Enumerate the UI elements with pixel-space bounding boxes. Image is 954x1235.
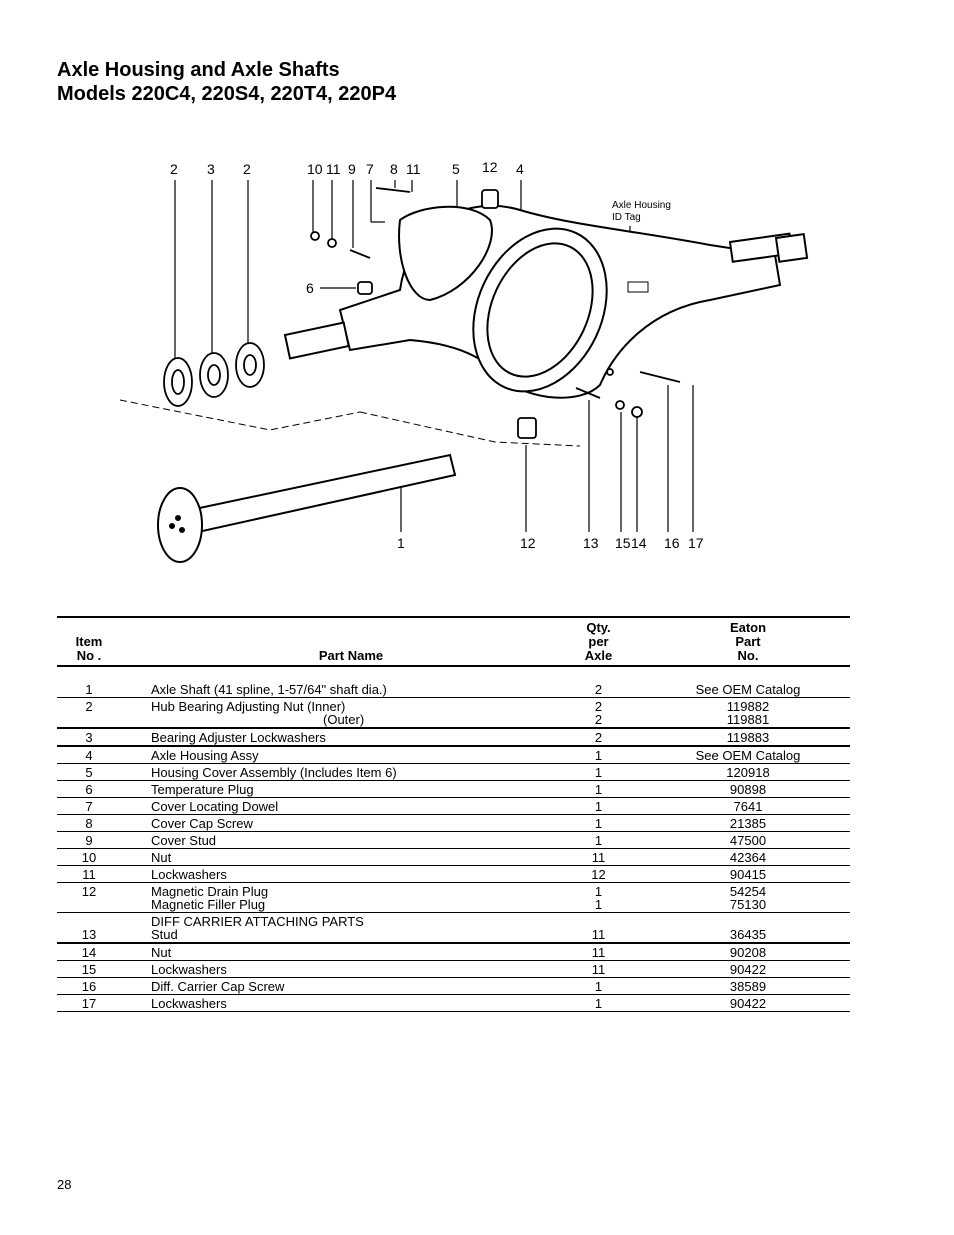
table-header-row: Item No . Part Name Qty. per Axle Eaton … <box>57 616 850 667</box>
callout-3: 3 <box>207 161 215 177</box>
callout-2b: 2 <box>243 161 251 177</box>
header-part-name: Part Name <box>121 616 551 667</box>
table-row: 7 Cover Locating Dowel 1 7641 <box>57 797 850 815</box>
callout-11a: 11 <box>326 161 341 177</box>
table-row: 9 Cover Stud 1 47500 <box>57 831 850 849</box>
table-row: 1 Axle Shaft (41 spline, 1-57/64" shaft … <box>57 666 850 698</box>
title-line-1: Axle Housing and Axle Shafts <box>57 59 340 81</box>
callout-16: 16 <box>664 535 680 551</box>
callout-15: 15 <box>615 535 631 551</box>
table-row: 15 Lockwashers 11 90422 <box>57 960 850 978</box>
callout-2a: 2 <box>170 161 178 177</box>
table-row: 10 Nut 11 42364 <box>57 848 850 866</box>
callout-17: 17 <box>688 535 704 551</box>
table-row: 3 Bearing Adjuster Lockwashers 2 119883 <box>57 728 850 747</box>
axle-housing-body <box>283 204 809 399</box>
table-row: 17 Lockwashers 1 90422 <box>57 994 850 1012</box>
tag-label-line-1: Axle Housing <box>612 200 671 211</box>
callout-1: 1 <box>397 535 405 551</box>
header-part-no: Eaton Part No. <box>646 616 850 667</box>
page-number: 28 <box>57 1177 72 1192</box>
callout-4: 4 <box>516 161 524 177</box>
callout-10: 10 <box>307 161 323 177</box>
axle-housing-illustration: 2 3 2 10 11 9 7 8 11 5 12 4 6 Axle Housi… <box>119 159 809 563</box>
table-row: 5 Housing Cover Assembly (Includes Item … <box>57 763 850 781</box>
table-row: 11 Lockwashers 12 90415 <box>57 865 850 883</box>
table-row: 2 Hub Bearing Adjusting Nut (Inner)(Oute… <box>57 697 850 729</box>
callout-11b: 11 <box>406 161 421 177</box>
page-title: Axle Housing and Axle Shafts Models 220C… <box>57 58 396 106</box>
callout-13: 13 <box>583 535 599 551</box>
header-item-no: Item No . <box>57 616 121 667</box>
callout-5: 5 <box>452 161 460 177</box>
callout-9: 9 <box>348 161 356 177</box>
bearing-nuts-and-washers <box>163 187 681 439</box>
table-row: 4 Axle Housing Assy 1 See OEM Catalog <box>57 746 850 764</box>
table-row: 6 Temperature Plug 1 90898 <box>57 780 850 798</box>
callout-7: 7 <box>366 161 374 177</box>
callout-12b: 12 <box>520 535 536 551</box>
callout-8: 8 <box>390 161 398 177</box>
callout-6: 6 <box>306 280 314 296</box>
title-line-2: Models 220C4, 220S4, 220T4, 220P4 <box>57 83 397 105</box>
axle-shaft <box>157 453 457 563</box>
exploded-diagram: 2 3 2 10 11 9 7 8 11 5 12 4 6 Axle Housi… <box>110 150 850 570</box>
table-row: 8 Cover Cap Screw 1 21385 <box>57 814 850 832</box>
callout-12a: 12 <box>482 159 498 175</box>
header-qty: Qty. per Axle <box>551 616 646 667</box>
tag-label-line-2: ID Tag <box>612 212 641 223</box>
table-row: 16 Diff. Carrier Cap Screw 1 38589 <box>57 977 850 995</box>
alignment-lines <box>119 399 581 447</box>
table-row: 14 Nut 11 90208 <box>57 943 850 961</box>
parts-table: Item No . Part Name Qty. per Axle Eaton … <box>57 616 850 1012</box>
callout-14: 14 <box>631 535 647 551</box>
